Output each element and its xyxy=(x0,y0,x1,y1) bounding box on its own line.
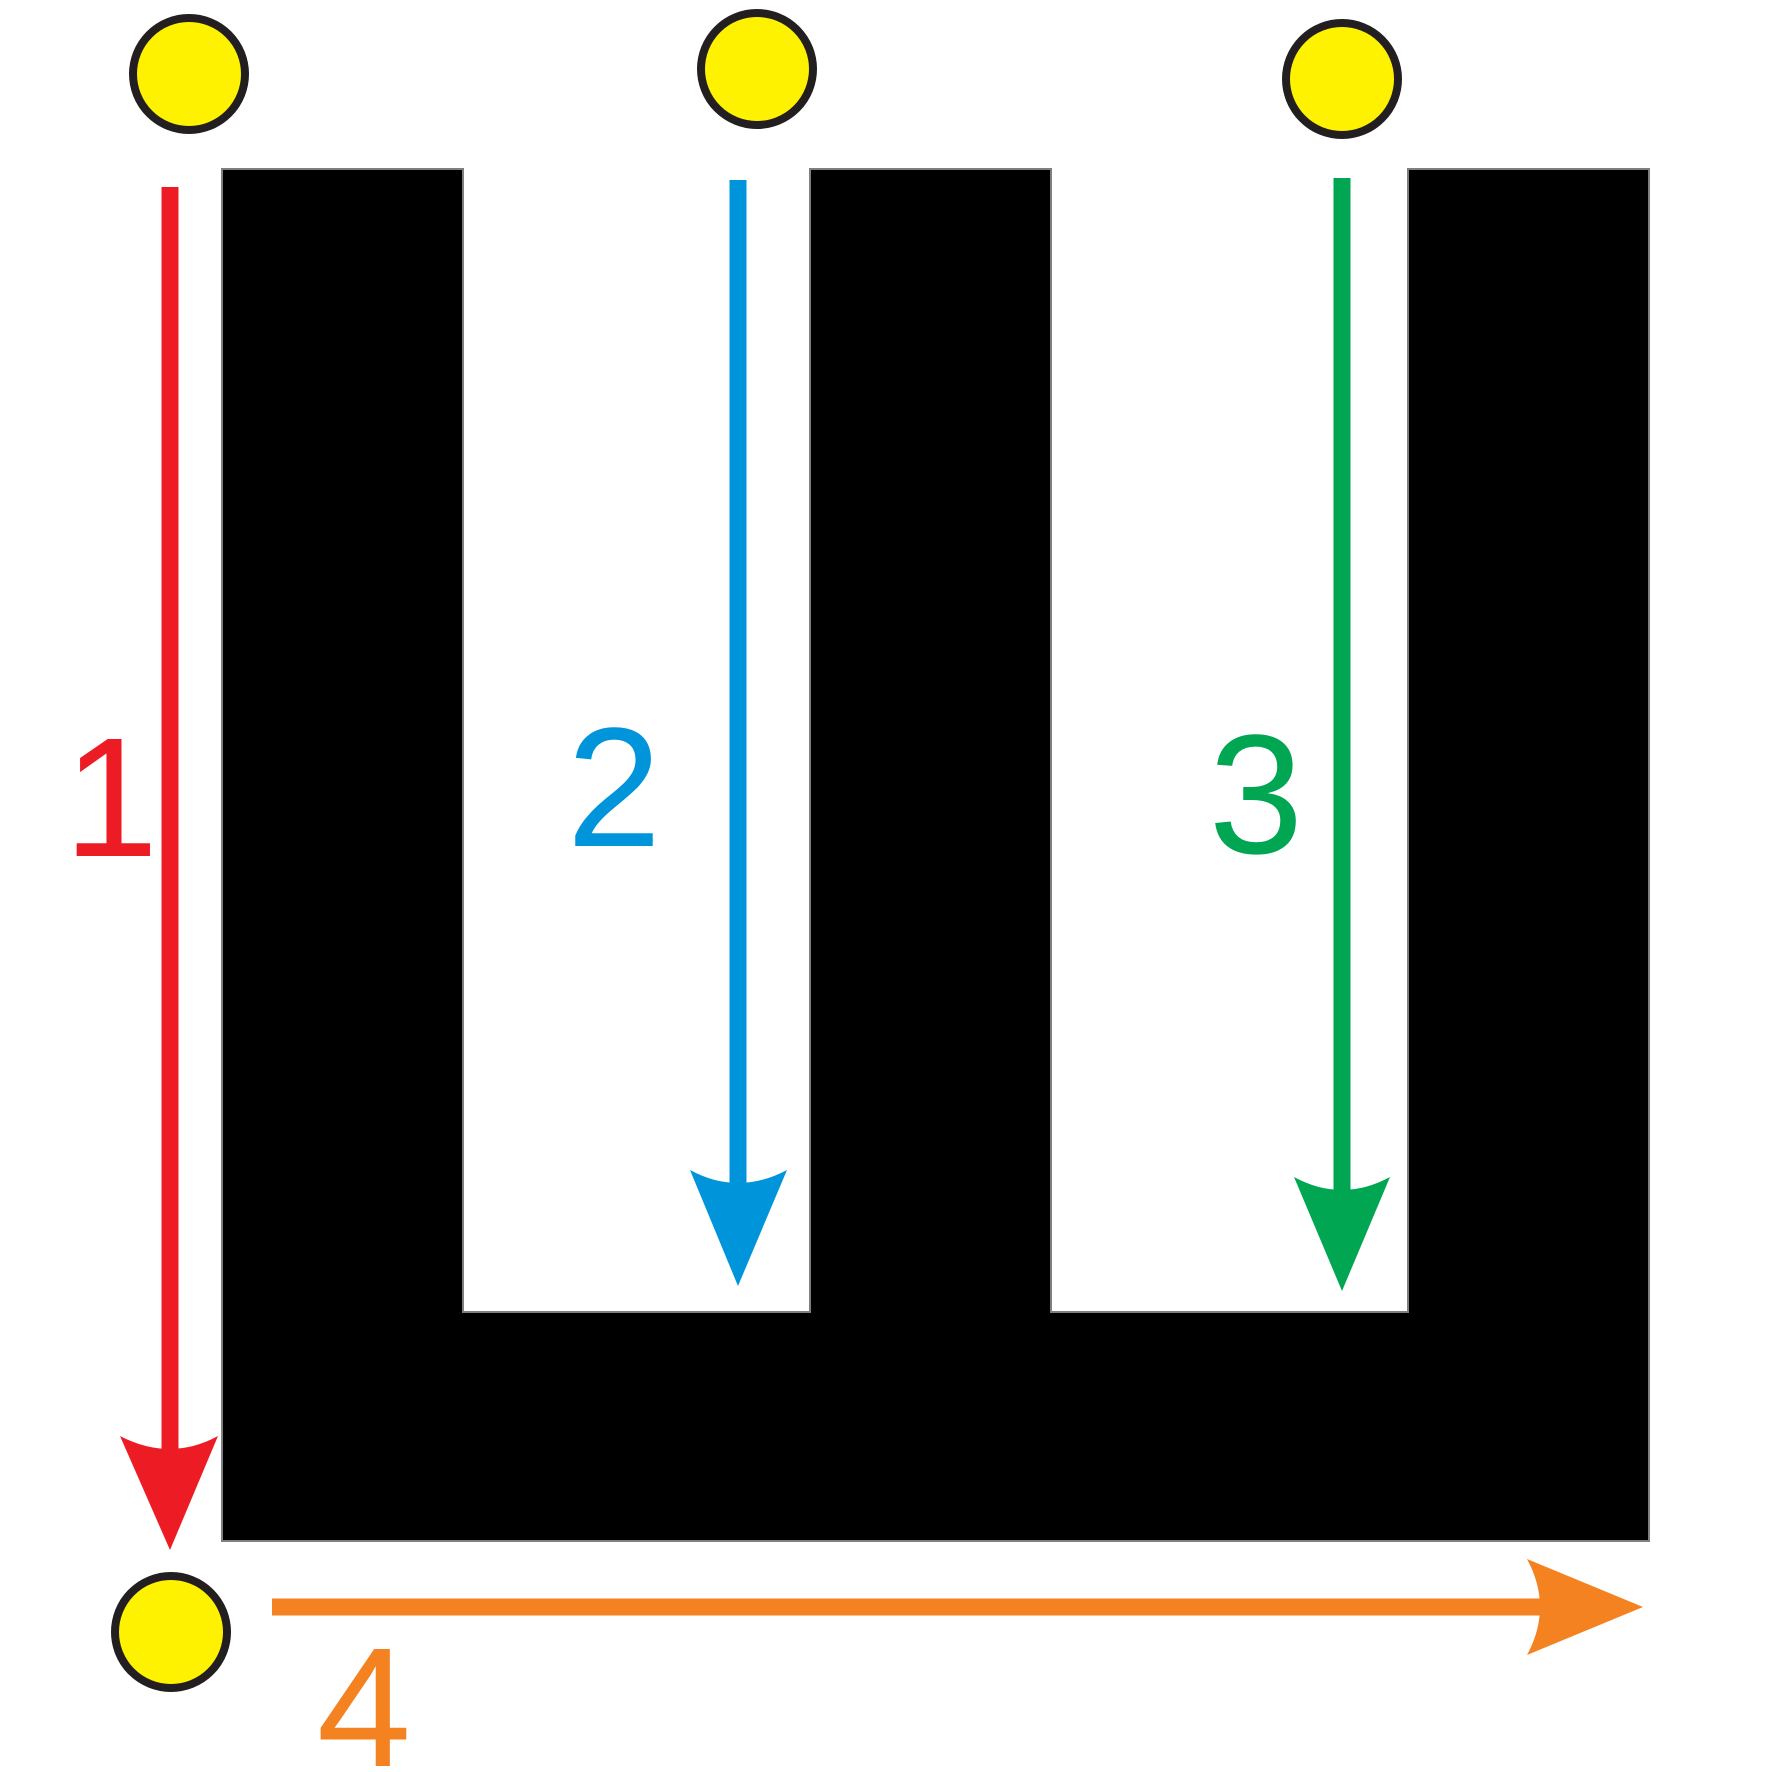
stroke-1-arrow xyxy=(120,187,218,1550)
stroke-2-number: 2 xyxy=(567,693,662,883)
stroke-3-arrow xyxy=(1294,178,1390,1291)
stroke-3-number: 3 xyxy=(1209,700,1304,890)
stroke-1-number: 1 xyxy=(64,703,159,893)
stroke-4-arrow xyxy=(272,1559,1643,1655)
stroke-1-start-point xyxy=(129,14,249,134)
stroke-2-start-point xyxy=(697,9,817,129)
stroke-4-start-point xyxy=(111,1572,231,1692)
stroke-4-number: 4 xyxy=(317,1613,412,1772)
stroke-3-start-point xyxy=(1282,19,1402,139)
stroke-2-arrow xyxy=(690,180,787,1286)
letter-sha-shape xyxy=(221,168,1650,1542)
